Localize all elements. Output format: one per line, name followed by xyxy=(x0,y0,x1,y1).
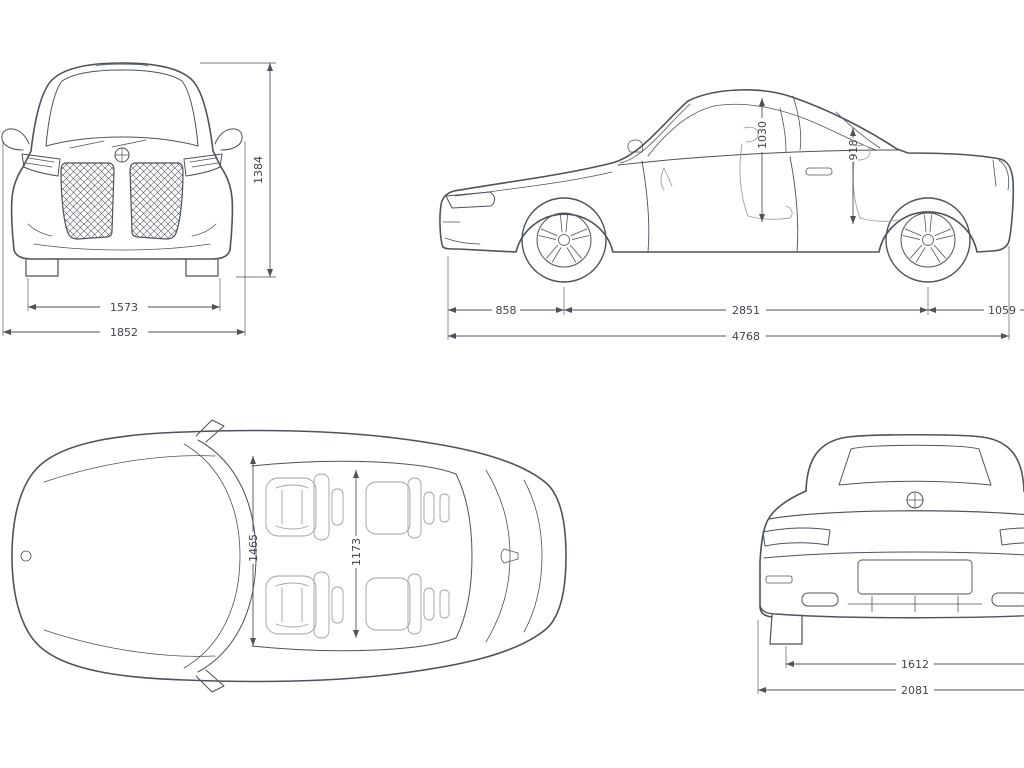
license-plate-recess xyxy=(857,559,973,595)
dim-label-front-height: 1384 xyxy=(252,156,265,184)
front-height-extension-lines xyxy=(200,62,276,278)
top-view-dimensions: 1465 1173 xyxy=(247,456,363,646)
trunk-lower-line xyxy=(763,551,1024,559)
rear-light-side xyxy=(992,159,1010,191)
right-headlight-detail xyxy=(189,157,219,168)
front-bumper-corners xyxy=(27,223,217,237)
dim-label-front-overhang: 858 xyxy=(496,304,517,317)
front-body-outline xyxy=(10,62,234,260)
exhaust-right xyxy=(991,592,1024,607)
front-roof-line xyxy=(95,63,149,67)
bmw-roundel-front-cross xyxy=(114,147,130,163)
side-view-drawing xyxy=(439,89,1015,283)
side-headlight xyxy=(445,191,496,209)
right-mirror xyxy=(214,128,243,151)
side-front-bumper-detail xyxy=(442,221,481,245)
top-body-outline xyxy=(11,429,567,683)
dim-label-front-width: 1852 xyxy=(110,326,138,339)
left-headlight xyxy=(21,153,61,177)
dim-label-rear-track: 1612 xyxy=(901,658,929,671)
rear-wheel xyxy=(885,197,971,283)
dim-label-rear-interior-width: 1173 xyxy=(350,538,363,566)
rear-bumper-bottom xyxy=(759,605,1024,619)
side-interior-seats xyxy=(660,126,899,222)
bmw-roundel-rear-cross xyxy=(906,491,924,509)
side-glass-outline xyxy=(647,103,877,157)
dim-label-front-interior-width: 1465 xyxy=(247,534,260,562)
steering-wheel xyxy=(660,167,673,191)
taillight-right xyxy=(999,527,1024,546)
right-headlight xyxy=(183,153,223,177)
windshield-inner-arc xyxy=(183,443,241,669)
front-width-extension-lines xyxy=(2,141,246,336)
cockpit-outline xyxy=(251,460,473,652)
dim-label-wheelbase: 2851 xyxy=(732,304,760,317)
exhaust-left xyxy=(801,592,839,607)
dim-label-overall-length: 4768 xyxy=(732,330,760,343)
windshield-outer-arc xyxy=(197,439,257,673)
diffuser-lines xyxy=(847,595,983,613)
left-headlight-detail xyxy=(25,157,55,168)
top-mirrors xyxy=(195,419,225,693)
front-view-drawing xyxy=(1,62,243,277)
rear-view-dimensions: 1612 2081 xyxy=(757,620,1024,697)
rear-extension-lines xyxy=(757,620,787,694)
side-hood-crease xyxy=(454,171,613,197)
front-windshield xyxy=(45,69,199,147)
rear-view-drawing xyxy=(759,433,1024,645)
front-wheel xyxy=(521,197,607,283)
side-mirror xyxy=(627,139,644,153)
taillight-left xyxy=(762,527,831,547)
rear-tires xyxy=(769,614,803,645)
side-beltline xyxy=(617,149,901,166)
kidney-grille-left xyxy=(60,162,115,240)
side-body-outline xyxy=(439,89,1015,253)
door-seam xyxy=(641,156,799,253)
dim-label-rear-width: 2081 xyxy=(901,684,929,697)
rear-window xyxy=(838,444,992,486)
front-view-dimensions: 1384 1573 1852 xyxy=(2,62,276,339)
side-extension-lines xyxy=(447,246,1010,340)
dim-label-front-track: 1573 xyxy=(110,301,138,314)
dim-label-rear-overhang: 1059 xyxy=(988,304,1016,317)
antenna-fin xyxy=(500,548,519,564)
side-view-dimensions: 1030 918 858 2851 1059 4768 xyxy=(447,98,1024,343)
rear-seats-top xyxy=(365,477,450,635)
soft-top-seams xyxy=(792,95,881,151)
left-mirror xyxy=(1,128,30,151)
top-view-drawing xyxy=(11,419,567,693)
rear-body-left xyxy=(759,490,807,618)
door-handle xyxy=(805,167,833,176)
dim-label-rear-headroom: 918 xyxy=(847,140,860,161)
kidney-grille-right xyxy=(129,162,184,240)
rear-reflector-left xyxy=(765,575,793,584)
rear-deck-arcs xyxy=(485,469,543,643)
dim-label-front-headroom: 1030 xyxy=(756,121,769,149)
front-wipers xyxy=(69,139,147,149)
side-windshield-inner xyxy=(619,103,691,164)
front-seats-top xyxy=(265,473,344,639)
hood-roundel xyxy=(20,550,32,562)
rear-beltline xyxy=(768,510,1024,520)
hood-creases xyxy=(43,455,216,657)
front-bumper-line xyxy=(33,243,211,251)
front-tires xyxy=(25,258,219,277)
rear-soft-top xyxy=(805,433,1024,492)
